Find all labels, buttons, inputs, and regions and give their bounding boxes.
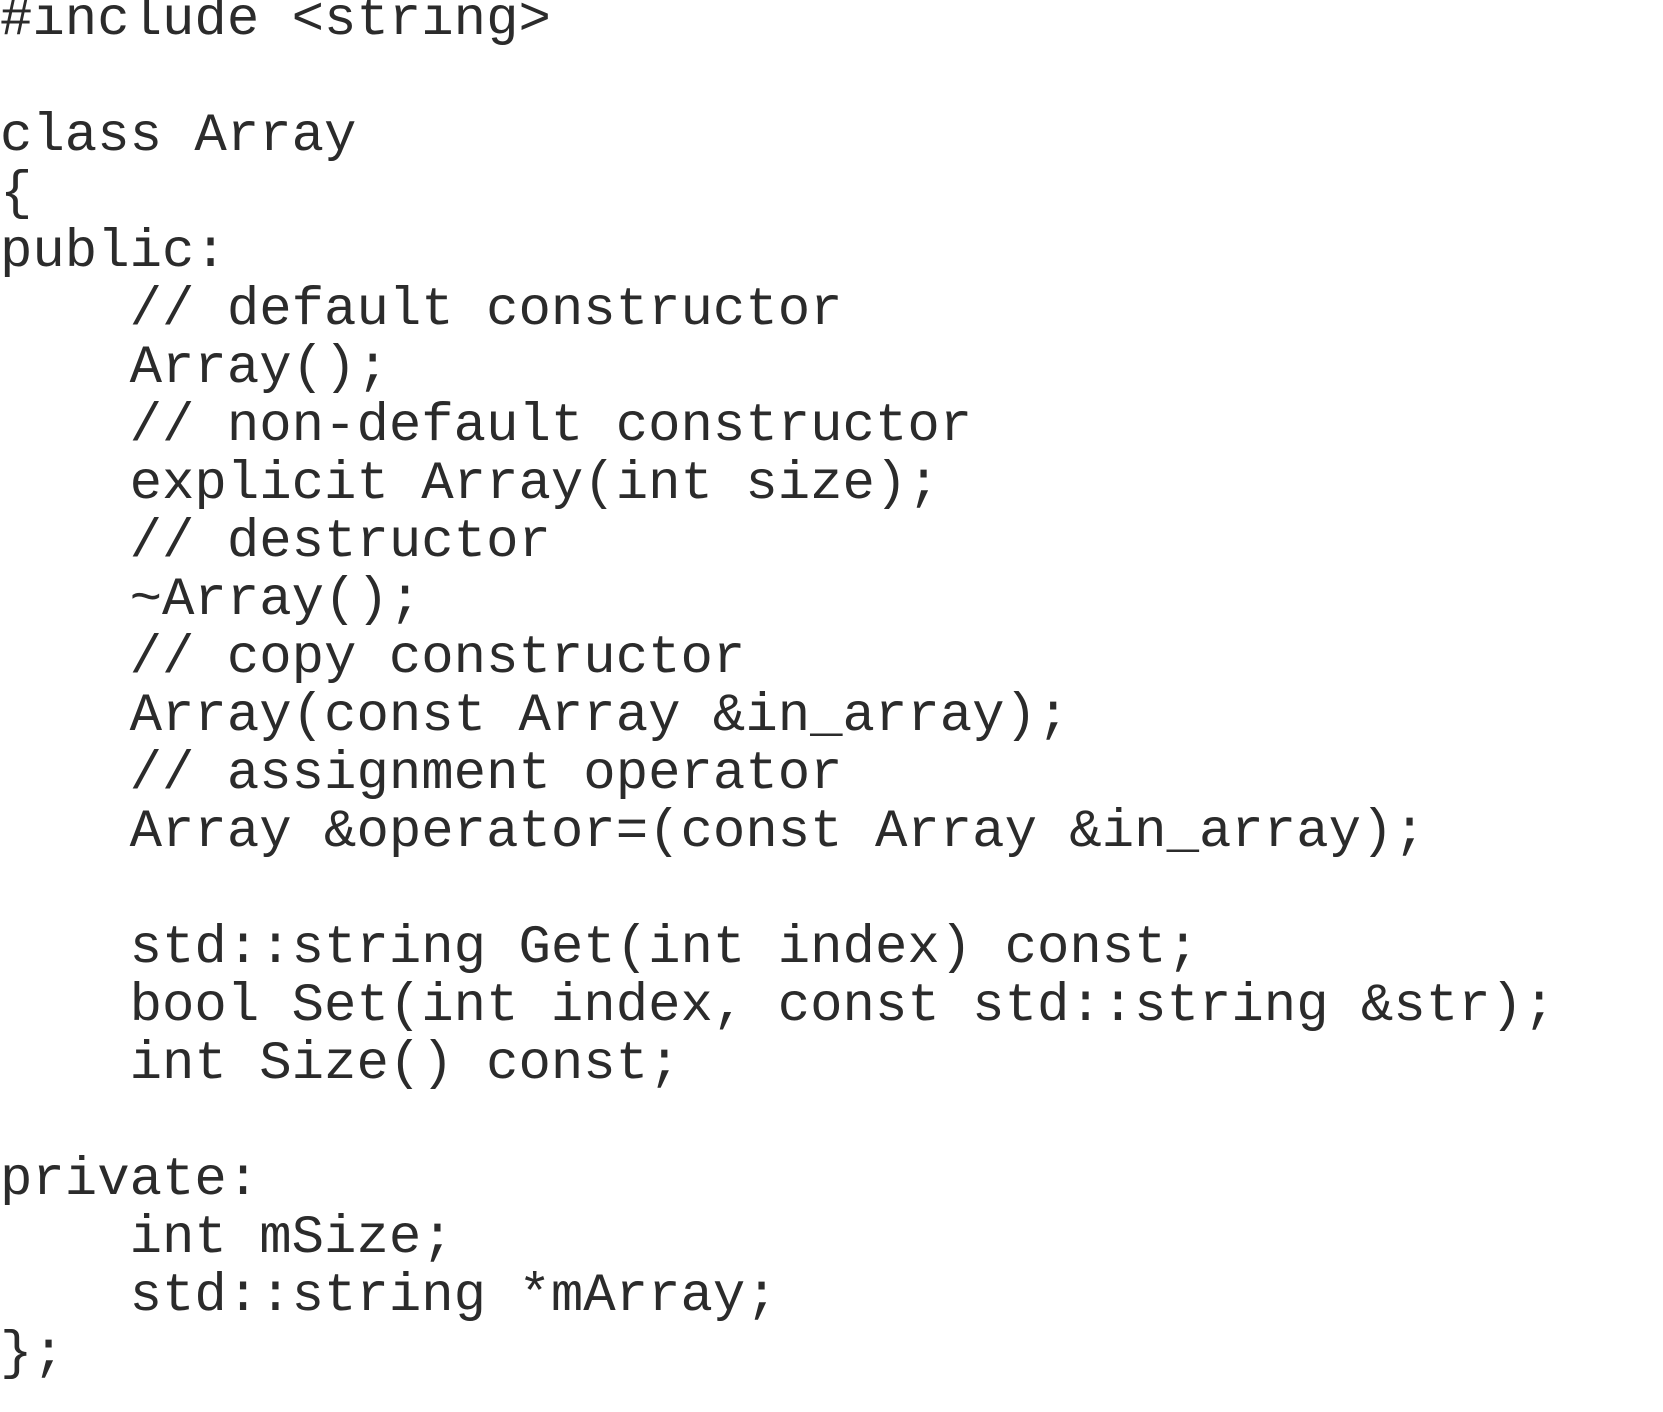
code-line-explicit-constructor: explicit Array(int size); xyxy=(0,454,940,515)
code-line-set-method: bool Set(int index, const std::string &s… xyxy=(0,976,1556,1037)
code-line-assignment-operator: Array &operator=(const Array &in_array); xyxy=(0,802,1426,863)
code-line-open-brace: { xyxy=(0,164,33,225)
code-line-private-label: private: xyxy=(0,1150,260,1211)
code-line-get-method: std::string Get(int index) const; xyxy=(0,918,1199,979)
code-line-comment-destructor: // destructor xyxy=(0,512,551,573)
code-line-include: #include <string> xyxy=(0,0,551,51)
code-line-comment-copy-constructor: // copy constructor xyxy=(0,628,746,689)
code-line-blank xyxy=(0,862,1555,920)
code-listing: #include <string> class Array{public: // … xyxy=(0,0,1555,1384)
code-line-close-brace: }; xyxy=(0,1324,65,1385)
code-line-blank xyxy=(0,1094,1555,1152)
code-line-comment-default-constructor: // default constructor xyxy=(0,280,843,341)
code-line-comment-assignment-operator: // assignment operator xyxy=(0,744,843,805)
code-line-blank xyxy=(0,50,1555,108)
code-line-copy-constructor: Array(const Array &in_array); xyxy=(0,686,1070,747)
code-line-marray-member: std::string *mArray; xyxy=(0,1266,778,1327)
code-line-default-constructor: Array(); xyxy=(0,338,389,399)
code-line-comment-non-default-constructor: // non-default constructor xyxy=(0,396,973,457)
code-line-destructor: ~Array(); xyxy=(0,570,422,631)
code-line-msize-member: int mSize; xyxy=(0,1208,454,1269)
code-line-size-method: int Size() const; xyxy=(0,1034,681,1095)
code-line-public-label: public: xyxy=(0,222,227,283)
code-line-class-declaration: class Array xyxy=(0,106,357,167)
